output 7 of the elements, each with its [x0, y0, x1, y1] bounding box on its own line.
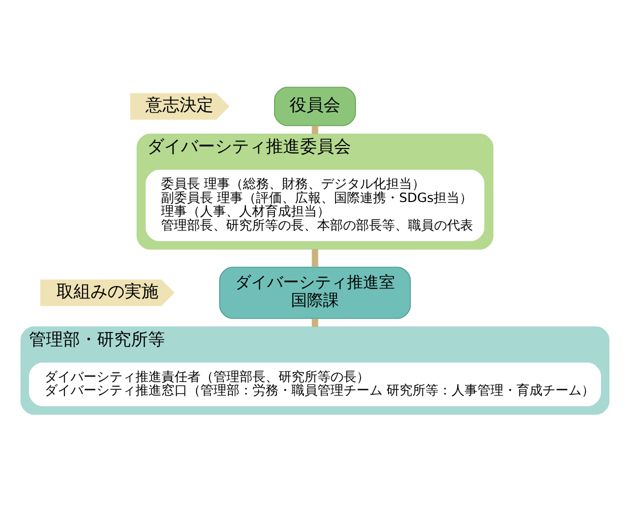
node-box: ダイバーシティ推進室 国際課	[219, 266, 411, 318]
node-box: 委員長 理事（総務、財務、デジタル化担当） 副委員長 理事（評価、広報、国際連携・SDGs担当） 理事（人事、人材育成担当） 管理部長、研究所等の長、本部の部長等、職員の代表	[146, 169, 484, 241]
node-box: 役員会	[274, 86, 356, 126]
connector	[312, 248, 318, 266]
connector	[312, 125, 318, 134]
node-box: ダイバーシティ推進責任者（管理部長、研究所等の長） ダイバーシティ推進窓口（管理部：労務・職員管理チーム 研究所等：人事管理・育成チーム）	[29, 362, 601, 406]
connector	[312, 318, 318, 326]
